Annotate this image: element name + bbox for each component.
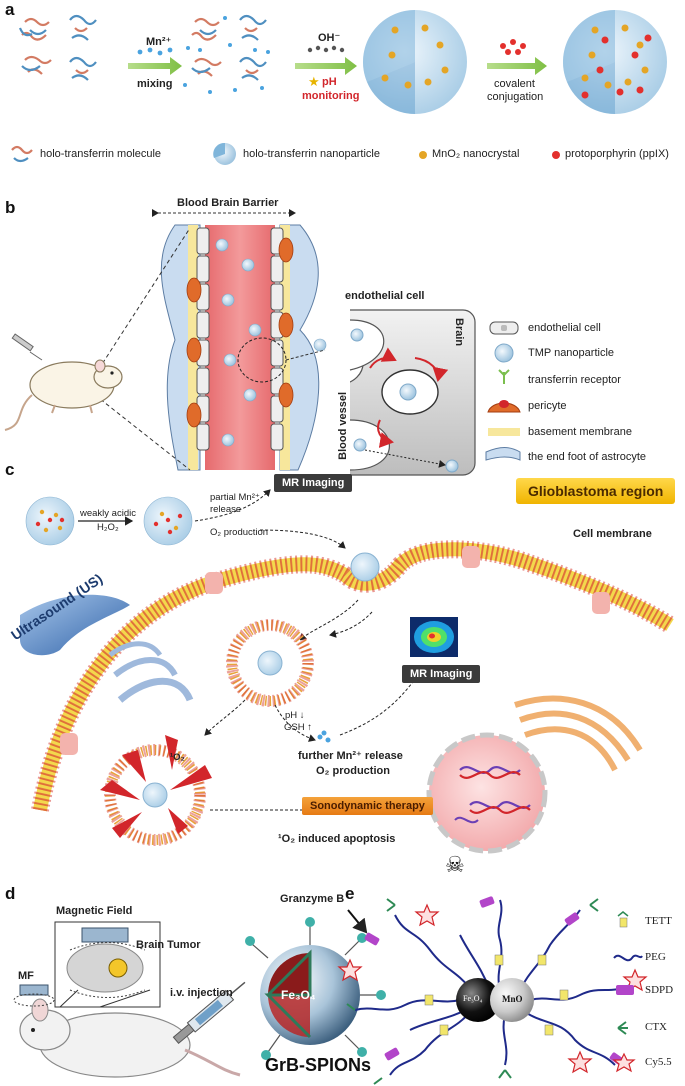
panel-c-label: c (5, 460, 15, 479)
legend-e-icons (612, 911, 643, 1073)
panel-e-graphics (337, 896, 648, 1085)
protein-cluster-2 (191, 14, 267, 81)
syringe-icon (172, 981, 246, 1044)
transferrin-nanoparticle-1 (363, 10, 467, 114)
mno-sphere-label: MnO (502, 994, 523, 1004)
conjugation-label: conjugation (487, 91, 544, 103)
oh-dots (307, 45, 345, 53)
grb-spions-label: GrB-SPIONs (265, 1055, 372, 1075)
legend-b-item-1: endothelial cell (528, 322, 601, 334)
sdpd-units (364, 896, 625, 1066)
glioblastoma-region-tag: Glioblastoma region (516, 478, 676, 504)
singlet-oxygen-label: ¹O₂ (170, 752, 185, 763)
o2-production-label: O₂ production (210, 527, 269, 538)
release-label: release (210, 504, 242, 515)
brain-box (334, 305, 476, 480)
mouse-illustration-b (4, 333, 123, 431)
panel-d-label: d (5, 884, 16, 903)
panel-c-graphics: ☠ (20, 489, 675, 878)
further-mn-label: further Mn²⁺ release (298, 750, 403, 762)
grb-spion (245, 917, 386, 1060)
legend-a-item-3: MnO₂ nanocrystal (432, 148, 520, 160)
ctx-units (346, 898, 599, 1085)
ppix-dots (500, 39, 526, 55)
protein-cluster-1 (18, 14, 97, 81)
skull-icon: ☠ (445, 853, 465, 878)
legend-a-item-4: protoporphyrin (ppIX) (565, 148, 669, 160)
h2o2-label: H₂O₂ (97, 522, 119, 533)
ph-drop-label: pH ↓ (285, 710, 305, 721)
legend-e-item-2: PEG (645, 951, 666, 963)
legend-e-item-5: Cy5.5 (645, 1056, 672, 1068)
legend-e-item-3: SDPD (645, 984, 674, 996)
tett-linkers (424, 954, 569, 1036)
legend-e-item-1: TETT (645, 915, 672, 927)
oh-label: OH⁻ (318, 32, 341, 44)
endothelial-cell-label: endothelial cell (345, 290, 425, 302)
panel-a-label: a (5, 0, 15, 19)
sonodynamic-therapy-tag: Sonodynamic therapy (302, 797, 433, 815)
blood-vessel-label: Blood vessel (337, 392, 349, 460)
fe3o4-sphere-label: Fe₃O₄ (463, 994, 483, 1003)
monitoring-label: monitoring (302, 90, 360, 102)
panel-b-graphics (4, 209, 521, 480)
legend-a-item-1: holo-transferrin molecule (40, 148, 162, 160)
legend-b-item-6: the end foot of astrocyte (528, 451, 647, 463)
bbb-label: Blood Brain Barrier (177, 197, 279, 209)
mn-ion-label: Mn²⁺ (146, 36, 172, 48)
granzyme-b-label: Granzyme B (280, 893, 345, 905)
legend-b-item-4: pericyte (528, 400, 567, 412)
brain-tumor-label: Brain Tumor (136, 939, 201, 951)
covalent-label: covalent (494, 78, 535, 90)
partial-mn-label: partial Mn²⁺ (210, 492, 260, 503)
legend-b-item-5: basement membrane (528, 426, 632, 438)
ph-label: pH (322, 76, 337, 88)
legend-b-item-2: TMP nanoparticle (528, 347, 615, 359)
legend-e-item-4: CTX (645, 1021, 667, 1033)
mixing-label: mixing (137, 78, 173, 90)
legend-a-icons (11, 142, 560, 165)
cell-membrane (31, 540, 675, 812)
star-icon: ★ (308, 75, 320, 90)
mr-imaging-tag-2: MR Imaging (402, 665, 481, 683)
cell-membrane-label: Cell membrane (573, 528, 652, 540)
nucleus (426, 732, 548, 854)
iv-injection-label: i.v. injection (170, 987, 233, 999)
weakly-acidic-label: weakly acidic (80, 508, 136, 519)
conjugation-arrow (487, 57, 547, 75)
ultrasound-probe (20, 594, 130, 656)
legend-a-item-2: holo-transferrin nanoparticle (243, 148, 380, 160)
panel-a-graphics: ★ (11, 10, 667, 165)
mr-imaging-tag: MR Imaging (274, 474, 353, 492)
golgi (514, 695, 643, 772)
endosome (226, 619, 314, 707)
panel-e-label: e (345, 884, 355, 903)
ph-arrow (295, 57, 357, 75)
panel-b-label: b (5, 198, 16, 217)
legend-b-icons (485, 321, 521, 461)
mr-brain-image (410, 617, 458, 657)
sdt-vesicle (100, 735, 212, 846)
fe3o4-core-label: Fe₃O₄ (281, 988, 316, 1002)
o2-production-label-2: O₂ production (316, 765, 390, 777)
brain-label: Brain (453, 318, 465, 347)
panel-d-graphics (13, 909, 386, 1078)
mn-dots (137, 47, 173, 56)
transferrin-nanoparticle-2 (563, 10, 667, 114)
pericytes (186, 237, 294, 428)
mf-label: MF (18, 970, 34, 982)
magnetic-field-label: Magnetic Field (56, 905, 133, 917)
gsh-label: GSH ↑ (284, 722, 312, 733)
legend-b-item-3: transferrin receptor (528, 374, 621, 386)
apoptosis-label: ¹O₂ induced apoptosis (278, 833, 396, 845)
mixing-arrow (128, 57, 182, 75)
